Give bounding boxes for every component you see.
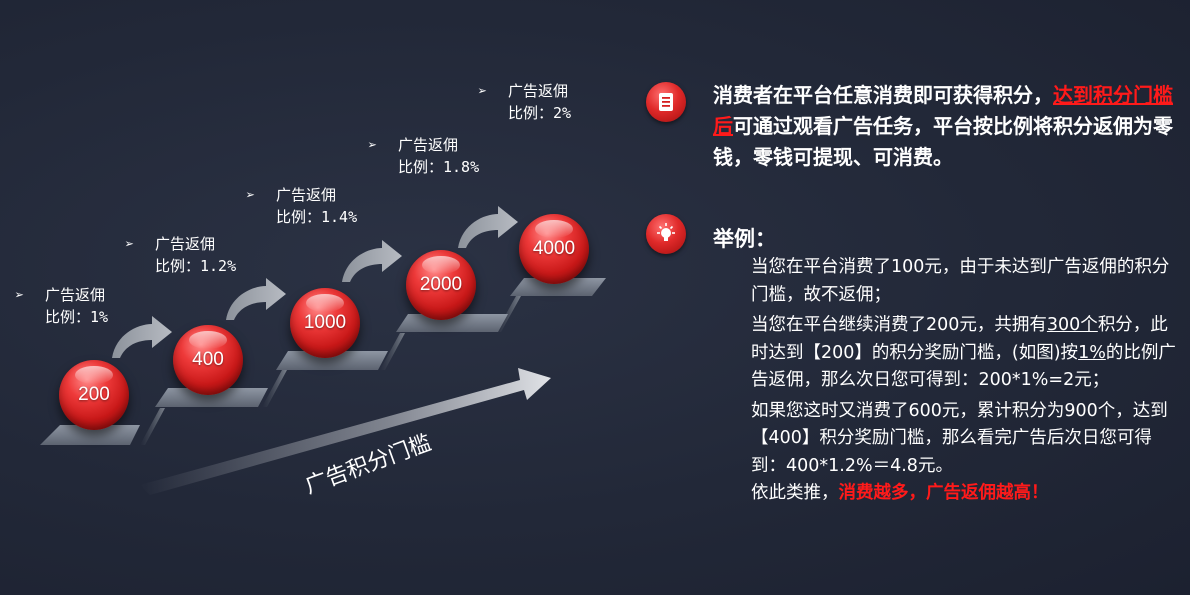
tier-title: 广告返佣 — [45, 286, 106, 304]
document-icon — [646, 82, 686, 122]
threshold-ball: 1000 — [290, 288, 360, 358]
tier-title: 广告返佣 — [508, 82, 569, 100]
intro-text: 消费者在平台任意消费即可获得积分，达到积分门槛后可通过观看广告任务，平台按比例将… — [713, 80, 1183, 173]
tier-ratio: 比例：1.4% — [276, 208, 358, 226]
curved-arrow — [458, 206, 518, 248]
threshold-ball: 400 — [173, 325, 243, 395]
curved-arrow — [112, 316, 172, 358]
example-p3: 如果您这时又消费了600元，累计积分为900个，达到【400】积分奖励门槛，那么… — [751, 400, 1168, 476]
tier-label: ➢ 广告返佣 比例：1.2% — [125, 233, 237, 277]
tier-label: ➢ 广告返佣 比例：1% — [15, 284, 109, 328]
step-platforms — [40, 278, 606, 445]
stair-diagram — [40, 206, 606, 495]
intro-part1: 消费者在平台任意消费即可获得积分， — [713, 83, 1053, 107]
bullet-arrow-icon: ➢ — [15, 286, 25, 304]
bullet-arrow-icon: ➢ — [246, 186, 256, 204]
example-body: 当您在平台消费了100元，由于未达到广告返佣的积分门槛，故不返佣； 当您在平台继… — [709, 254, 1181, 508]
lightbulb-icon — [646, 214, 686, 254]
tier-label: ➢ 广告返佣 比例：1.4% — [246, 184, 358, 228]
bullet-arrow-icon: ➢ — [125, 235, 135, 253]
threshold-value: 200 — [78, 384, 110, 405]
threshold-ball: 2000 — [406, 250, 476, 320]
threshold-value: 2000 — [419, 274, 463, 295]
tier-ratio: 比例：1.8% — [398, 158, 480, 176]
tier-ratio: 比例：1.2% — [155, 257, 237, 275]
threshold-value: 4000 — [532, 238, 576, 259]
tier-title: 广告返佣 — [155, 235, 216, 253]
bullet-arrow-icon: ➢ — [478, 82, 488, 100]
threshold-value: 1000 — [303, 312, 347, 333]
tier-ratio: 比例：2% — [508, 104, 572, 122]
threshold-ball: 200 — [59, 360, 129, 430]
growth-ribbon — [140, 368, 551, 495]
tier-label: ➢ 广告返佣 比例：1.8% — [368, 134, 480, 178]
curved-arrow — [342, 240, 402, 282]
tier-title: 广告返佣 — [276, 186, 337, 204]
intro-part2: 可通过观看广告任务，平台按比例将积分返佣为零钱，零钱可提现、可消费。 — [713, 114, 1173, 169]
bullet-arrow-icon: ➢ — [368, 136, 378, 154]
threshold-ball: 4000 — [519, 214, 589, 284]
intro-highlight: 达到积分门槛后 — [713, 83, 1173, 138]
example-p1: 当您在平台消费了100元，由于未达到广告返佣的积分门槛，故不返佣； — [751, 257, 1170, 305]
tier-title: 广告返佣 — [398, 136, 459, 154]
curved-arrow — [226, 278, 286, 320]
example-title: 举例： — [713, 227, 776, 251]
example-p4: 依此类推，消费越多，广告返佣越高！ — [751, 483, 1049, 503]
example-p2: 当您在平台继续消费了200元，共拥有300个积分，此时达到【200】的积分奖励门… — [751, 315, 1176, 390]
tier-label: ➢ 广告返佣 比例：2% — [478, 80, 572, 124]
tier-ratio: 比例：1% — [45, 308, 109, 326]
threshold-value: 400 — [192, 349, 224, 370]
